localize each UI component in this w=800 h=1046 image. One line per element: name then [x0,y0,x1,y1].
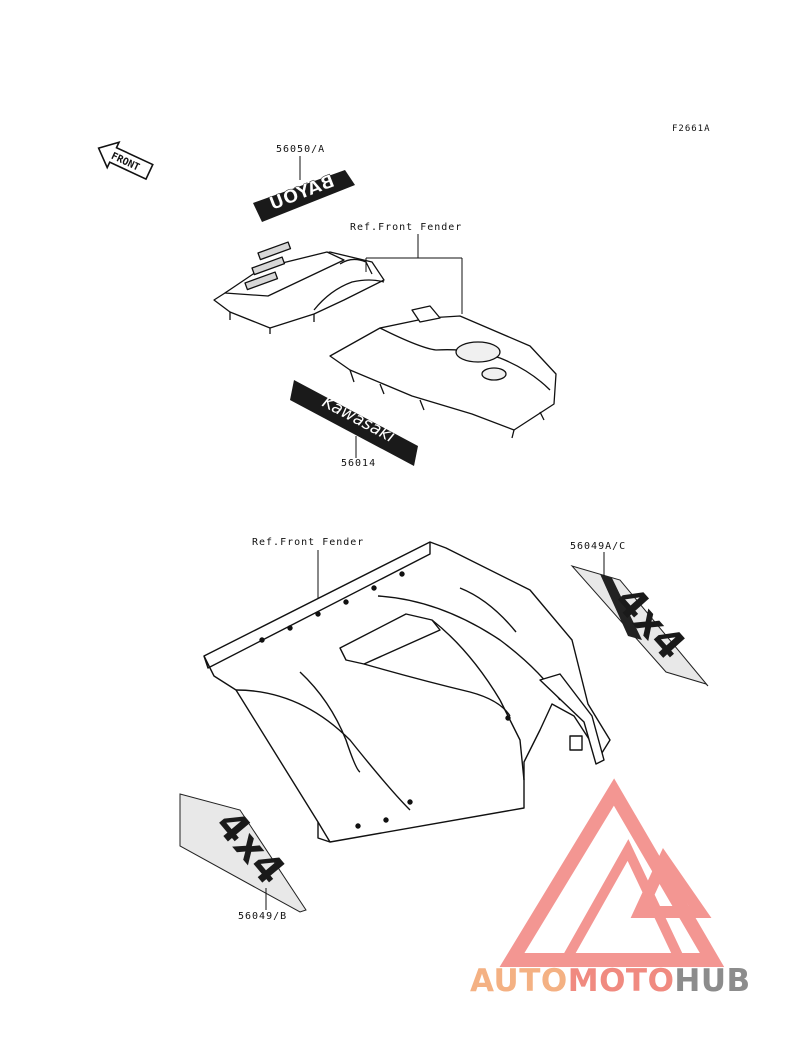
four-by-four-decal-left: 4x4 [179,793,307,913]
automotohub-logo-mark [499,778,725,967]
watermark-auto: AUTO [470,963,568,999]
automotohub-watermark: AUTOMOTOHUB [470,963,751,999]
part-number-56014: 56014 [341,458,377,469]
ref-front-fender-upper: Ref.Front Fender [350,222,463,233]
four-by-four-decal-right: 4x4 [570,565,709,687]
ref-bracket-upper [365,234,463,314]
part-number-56050a: 56050/A [276,144,326,155]
bayou-decal: BAYOU [253,170,355,222]
watermark-hub: HUB [674,963,751,999]
figure-code: F2661A [672,124,711,134]
part-number-56049-b: 56049/B [238,911,288,922]
bayou-decal-text: BAYOU [266,171,337,215]
kawasaki-decal: Kawasaki [290,380,418,466]
rear-fender-body [203,541,611,843]
front-fender-upper-part [213,241,385,334]
front-fender-lower-part [329,305,557,439]
part-number-56049a-c: 56049A/C [570,541,627,552]
watermark-moto: MOTO [567,963,675,999]
front-arrow: FRONT [97,140,154,181]
ref-front-fender-lower: Ref.Front Fender [252,537,365,548]
